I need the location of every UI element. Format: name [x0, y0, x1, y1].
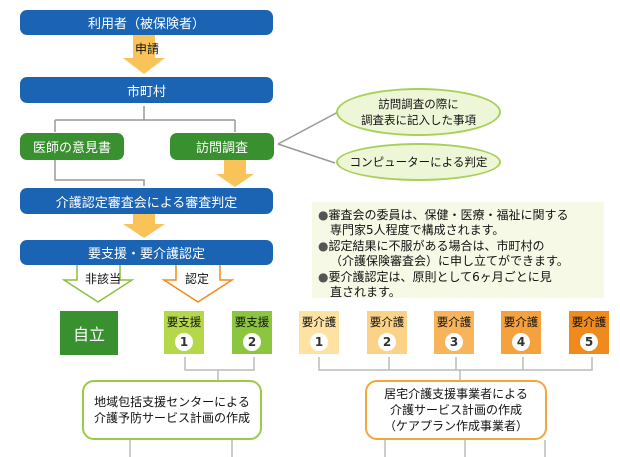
computer-judgment-oval: コンピューターによる判定 [336, 143, 501, 181]
apply-label: 申請 [135, 42, 160, 56]
care-plan-line-3: （ケアプラン作成事業者） [383, 419, 528, 433]
preventive-plan-line-2: 介護予防サービス計画の作成 [93, 411, 250, 425]
certified-arrow [161, 263, 235, 303]
support-level-1-number: 1 [175, 333, 193, 351]
bottom-tails [129, 440, 546, 457]
note-1-line-1: ●審査会の委員は、保健・医療・福祉に関する [318, 206, 569, 223]
note-bullet-icon: ● [318, 270, 329, 284]
note-2-text-1: 認定結果に不服がある場合は、市町村の [328, 239, 545, 253]
care-level-4-number: 4 [512, 333, 530, 351]
certified-label: 認定 [185, 272, 210, 286]
care-plan-line-2: 介護サービス計画の作成 [389, 403, 522, 417]
visit-note-line-2: 調査表に記入した事項 [361, 113, 476, 127]
doctor-opinion-box: 医師の意見書 [20, 133, 124, 160]
not-applicable-arrow [61, 263, 135, 303]
notes-panel [312, 202, 604, 298]
not-applicable-label: 非該当 [85, 272, 122, 286]
care-level-3-label: 要介護 [436, 315, 472, 329]
committee-arrow [123, 214, 165, 238]
municipality-branch-line [54, 106, 236, 132]
computer-judgment-label: コンピューターによる判定 [349, 155, 488, 169]
support-level-2-number: 2 [243, 333, 261, 351]
care-level-2-number: 2 [378, 333, 396, 351]
care-level-5-number: 5 [580, 333, 598, 351]
care-level-2: 要介護 2 [367, 311, 407, 354]
care-level-5: 要介護 5 [569, 311, 609, 354]
visit-survey-box: 訪問調査 [170, 133, 274, 160]
visit-note-line [277, 110, 341, 145]
preventive-plan-box: 地域包括支援センターによる 介護予防サービス計画の作成 [82, 380, 262, 440]
apply-arrow [123, 34, 165, 74]
care-level-3: 要介護 3 [434, 311, 474, 354]
note-3-line-1: ●要介護認定は、原則として6ヶ月ごとに見 [318, 268, 552, 285]
care-plan-box: 居宅介護支援事業者による 介護サービス計画の作成 （ケアプラン作成事業者） [365, 380, 547, 440]
visit-note-oval: 訪問調査の際に 調査表に記入した事項 [336, 88, 501, 136]
care-level-1-label: 要介護 [301, 315, 337, 329]
support-level-1-label: 要支援 [166, 315, 202, 329]
visit-note-line-1: 訪問調査の際に [378, 97, 459, 111]
note-1-text-1: 審査会の委員は、保健・医療・福祉に関する [328, 208, 569, 222]
support-level-2-label: 要支援 [234, 315, 270, 329]
note-bullet-icon: ● [318, 239, 329, 253]
note-1-line-2: 専門家5人程度で構成されます。 [330, 223, 505, 237]
note-3-line-2: 直されます。 [330, 285, 401, 299]
note-bullet-icon: ● [318, 208, 329, 222]
care-level-5-label: 要介護 [571, 315, 607, 329]
care-plan-line [318, 357, 593, 382]
preventive-plan-line-1: 地域包括支援センターによる [94, 395, 250, 409]
note-3-text-1: 要介護認定は、原則として6ヶ月ごとに見 [328, 270, 552, 284]
care-level-1: 要介護 1 [299, 311, 339, 354]
computer-line [277, 143, 336, 164]
support-level-2: 要支援 2 [232, 311, 272, 354]
doctor-line [54, 160, 145, 186]
care-level-4: 要介護 4 [501, 311, 541, 354]
support-plan-line [184, 357, 255, 382]
care-level-2-label: 要介護 [369, 315, 405, 329]
care-plan-line-1: 居宅介護支援事業者による [384, 387, 528, 401]
independent-box: 自立 [60, 311, 118, 355]
note-2-line-2: （介護保険審査会）に申し立てができます。 [330, 254, 569, 268]
visit-arrow [216, 160, 254, 187]
support-level-1: 要支援 1 [164, 311, 204, 354]
note-2-line-1: ●認定結果に不服がある場合は、市町村の [318, 237, 545, 254]
care-level-3-number: 3 [445, 333, 463, 351]
certification-box: 要支援・要介護認定 [20, 240, 273, 265]
committee-box: 介護認定審査会による審査判定 [20, 188, 273, 214]
user-box: 利用者（被保険者） [20, 10, 273, 35]
care-level-4-label: 要介護 [503, 315, 539, 329]
municipality-box: 市町村 [20, 77, 273, 103]
care-level-1-number: 1 [310, 333, 328, 351]
